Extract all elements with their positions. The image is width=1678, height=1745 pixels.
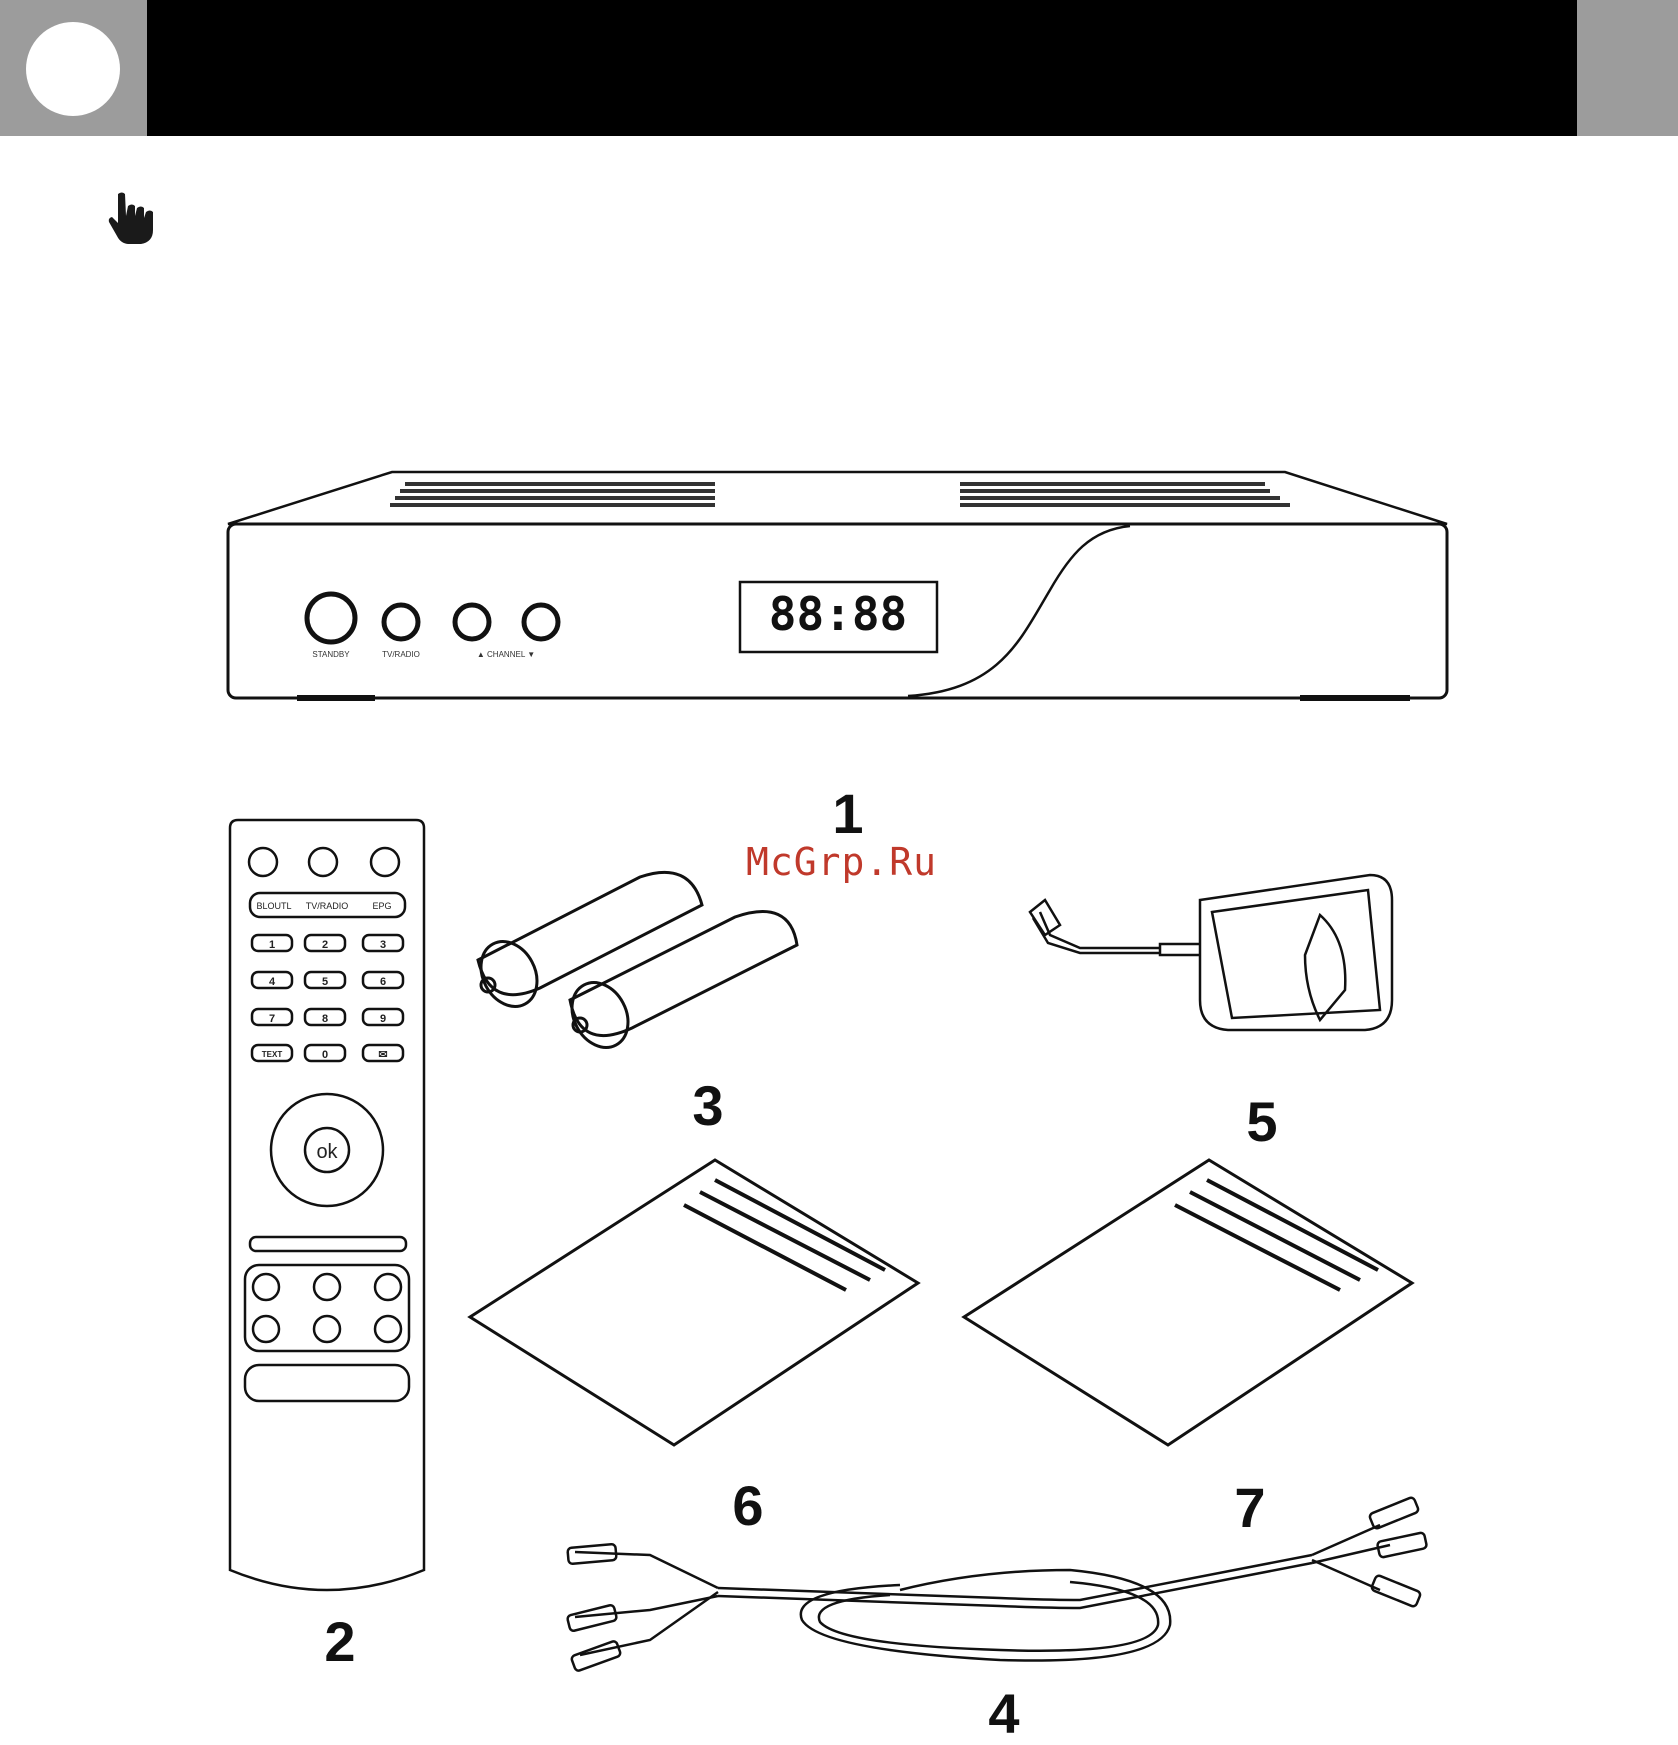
- header-right-block: [1577, 0, 1678, 136]
- watermark: McGrp.Ru: [746, 840, 938, 884]
- remote-illustration: [228, 818, 426, 1592]
- rca-cable-illustration: [566, 1496, 1428, 1672]
- header-left-block: [0, 0, 147, 136]
- channel-label: ▲ CHANNEL ▼: [477, 650, 535, 659]
- item-number-5: 5: [1246, 1090, 1278, 1153]
- standby-label: STANDBY: [312, 650, 350, 659]
- remote-top-label: EPG: [372, 901, 391, 911]
- remote-key: 5: [322, 976, 328, 988]
- item-number-2: 2: [324, 1610, 356, 1673]
- remote-key: 3: [380, 939, 386, 951]
- item-number-6: 6: [732, 1474, 764, 1537]
- receiver-display: 88:88: [769, 587, 907, 641]
- remote-key: TEXT: [262, 1050, 283, 1059]
- remote-top-label: BLOUTL: [256, 901, 291, 911]
- header-circle: [26, 22, 120, 116]
- manual-illustration: [467, 1158, 921, 1447]
- warranty-card-illustration: [961, 1158, 1415, 1447]
- remote-key: 6: [380, 976, 386, 988]
- remote-top-label: TV/RADIO: [306, 901, 349, 911]
- remote-key: 1: [269, 939, 275, 951]
- remote-key: 9: [380, 1013, 386, 1025]
- item-number-3: 3: [692, 1074, 724, 1137]
- header-bar: [147, 0, 1577, 136]
- remote-key: 2: [322, 939, 328, 951]
- remote-ok-label: ok: [316, 1141, 338, 1163]
- receiver-illustration: [226, 470, 1449, 701]
- batteries-illustration: [476, 870, 799, 1049]
- remote-key: 8: [322, 1013, 328, 1025]
- remote-key: 4: [269, 976, 276, 988]
- item-number-1: 1: [832, 782, 864, 845]
- remote-key: ✉: [378, 1049, 387, 1061]
- power-adapter-illustration: [1028, 873, 1394, 1032]
- pointing-hand-icon: [108, 192, 153, 244]
- remote-key: 0: [322, 1049, 328, 1061]
- item-number-4: 4: [988, 1682, 1020, 1745]
- item-number-7: 7: [1234, 1476, 1266, 1539]
- tv-radio-label: TV/RADIO: [382, 650, 420, 659]
- remote-key: 7: [269, 1013, 275, 1025]
